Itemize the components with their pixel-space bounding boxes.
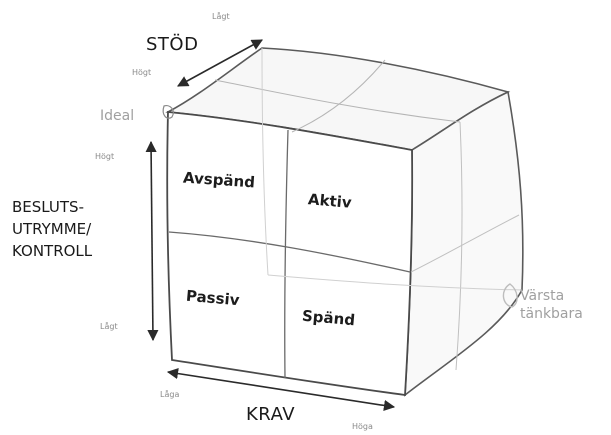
- ideal-label: Ideal: [100, 108, 135, 124]
- top-grid-line-2: [291, 59, 386, 133]
- ideal-marker: [162, 105, 174, 119]
- quadrant-aktiv: Aktiv: [307, 190, 353, 212]
- krav-axis-title: KRAV: [246, 404, 296, 425]
- krav-high-label: Höga: [352, 422, 373, 431]
- kontroll-axis-title-line-1: BESLUTS-: [12, 198, 84, 216]
- right-grid-line-2: [410, 214, 520, 273]
- hidden-back-edge-bottom: [267, 274, 523, 291]
- worst-marker: [502, 283, 518, 308]
- stod-axis-arrow: [177, 39, 263, 87]
- kontroll-axis-title-line-2: UTRYMME/: [12, 220, 92, 238]
- stod-axis-title: STÖD: [146, 34, 199, 55]
- krav-axis-arrow: [166, 368, 396, 411]
- cube-front-face: [166, 111, 414, 397]
- front-horizontal-divider: [168, 231, 411, 273]
- kontroll-low-label: Lågt: [100, 322, 118, 331]
- worst-label-line-1: Värsta: [520, 288, 565, 304]
- kontroll-axis-title-line-3: KONTROLL: [12, 242, 93, 260]
- krav-low-label: Låga: [160, 390, 180, 399]
- right-grid-line-1: [455, 121, 463, 371]
- kontroll-axis-arrow: [145, 140, 159, 342]
- worst-label-line-2: tänkbara: [520, 306, 583, 322]
- stod-low-label: Lågt: [212, 12, 230, 21]
- stod-high-label: Högt: [132, 68, 152, 77]
- kontroll-high-label: Högt: [95, 152, 115, 161]
